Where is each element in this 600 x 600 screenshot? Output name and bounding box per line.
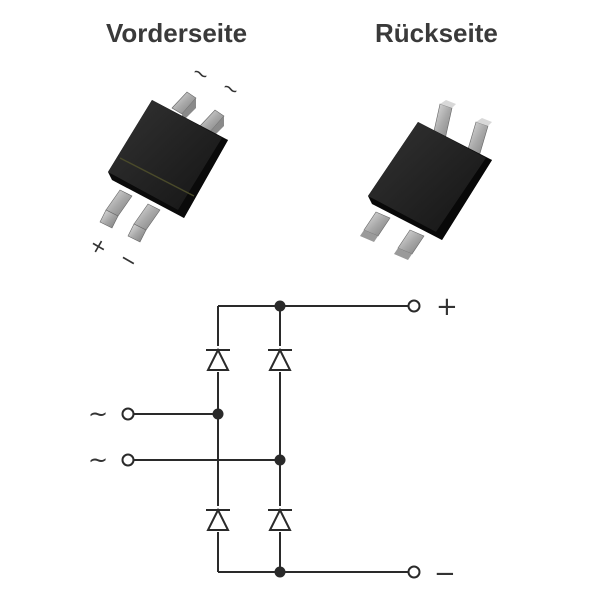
diode-bottom-left [206, 506, 230, 532]
front-package-body [108, 100, 228, 218]
front-package: ~ ~ + − [85, 59, 244, 275]
back-package-body [368, 122, 492, 240]
junction-dot-bottom [274, 566, 286, 578]
schematic-label-ac-bottom: ~ [88, 446, 108, 474]
back-pin-bottom-left [360, 211, 391, 242]
diode-top-left [206, 346, 230, 372]
front-pin-ac1 [171, 91, 197, 122]
front-label-minus: − [115, 245, 142, 274]
junction-dot-top [274, 300, 286, 312]
front-label-ac2: ~ [218, 74, 245, 103]
junction-dot-ac-top [212, 408, 224, 420]
terminal-plus [407, 299, 421, 313]
terminal-ac-bottom [121, 453, 135, 467]
schematic-label-ac-top: ~ [88, 400, 108, 428]
terminal-minus [407, 565, 421, 579]
schematic-label-plus: + [436, 292, 458, 322]
diode-bottom-right [268, 506, 292, 532]
back-pin-bottom-right [394, 229, 425, 260]
front-label-ac1: ~ [188, 59, 215, 88]
front-body-marking-line [119, 157, 195, 197]
front-pin-plus [99, 189, 133, 229]
bridge-rectifier-schematic [134, 305, 408, 573]
front-side-heading: Vorderseite [106, 18, 248, 48]
diode-top-right [268, 346, 292, 372]
front-label-plus: + [85, 231, 112, 260]
front-pin-minus [127, 203, 161, 243]
junction-dot-ac-bottom [274, 454, 286, 466]
back-side-heading: Rückseite [375, 18, 498, 48]
schematic-label-minus: − [434, 559, 456, 589]
back-package [360, 100, 492, 260]
terminal-ac-top [121, 407, 135, 421]
